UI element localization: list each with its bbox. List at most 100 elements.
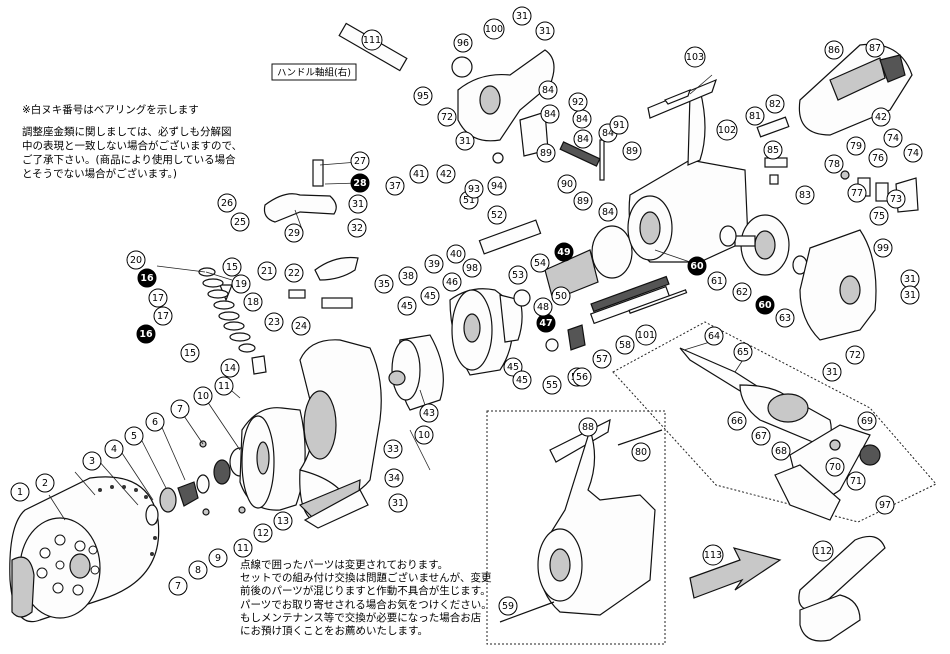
callout-circle	[487, 205, 507, 225]
part-callout: 78	[824, 154, 844, 174]
spool-group	[9, 476, 160, 623]
callout-circle	[702, 544, 724, 566]
callout-circle	[10, 482, 30, 502]
part-callout: 50	[551, 286, 571, 306]
callout-circle	[453, 33, 473, 53]
callout-number: 4	[111, 444, 117, 455]
part-callout: 39	[424, 254, 444, 274]
callout-number: 34	[388, 473, 400, 484]
callout-circle	[824, 154, 844, 174]
part-callout: 71	[846, 471, 866, 491]
callout-number: 63	[779, 313, 791, 324]
callout-number: 60	[758, 300, 772, 311]
callout-number: 80	[635, 447, 647, 458]
callout-circle	[231, 274, 251, 294]
part-callout: 61	[707, 271, 727, 291]
callout-circle	[573, 129, 593, 149]
part-callout: 23	[264, 312, 284, 332]
part-callout: 31	[900, 285, 920, 305]
pinion-assembly	[478, 219, 688, 352]
callout-circle	[871, 107, 891, 127]
part-callout: 84	[540, 104, 560, 124]
callout-number: 50	[555, 291, 567, 302]
callout-number: 98	[466, 263, 478, 274]
part-callout: 31	[512, 6, 532, 26]
part-callout: 72	[845, 345, 865, 365]
callout-number: 14	[224, 363, 236, 374]
callout-number: 101	[637, 330, 655, 341]
note-bottom-line: セットでの組み付け交換は問題ございませんが、変更	[240, 572, 492, 585]
part-callout: 100	[483, 18, 505, 40]
part-callout: 111	[361, 29, 383, 51]
part-callout: 4	[104, 439, 124, 459]
callout-circle	[542, 375, 562, 395]
part-callout: 80	[631, 442, 651, 462]
callout-number: 99	[877, 243, 889, 254]
rotor-group	[198, 159, 382, 529]
callout-number: 75	[873, 211, 885, 222]
callout-circle	[350, 173, 370, 193]
callout-number: 66	[731, 416, 743, 427]
part-callout: 73	[886, 189, 906, 209]
part-callout: 89	[573, 191, 593, 211]
callout-number: 97	[879, 500, 891, 511]
anti-reverse-parts	[492, 111, 605, 181]
callout-circle	[413, 86, 433, 106]
callout-number: 72	[441, 112, 453, 123]
callout-number: 84	[542, 85, 554, 96]
callout-number: 90	[561, 179, 573, 190]
callout-circle	[745, 106, 765, 126]
callout-circle	[180, 343, 200, 363]
callout-circle	[124, 426, 144, 446]
callout-number: 73	[890, 194, 902, 205]
callout-circle	[137, 268, 157, 288]
callout-number: 31	[516, 11, 528, 22]
part-callout: 55	[542, 375, 562, 395]
part-callout: 11	[233, 538, 253, 558]
callout-circle	[222, 257, 242, 277]
callout-circle	[609, 115, 629, 135]
callout-circle	[755, 295, 775, 315]
callout-circle	[348, 194, 368, 214]
handle-axis-label-box: ハンドル軸組(右)	[271, 63, 357, 81]
changed-parts-region-body	[486, 410, 666, 645]
callout-circle	[385, 176, 405, 196]
callout-number: 84	[544, 109, 556, 120]
callout-number: 26	[221, 198, 233, 209]
callout-circle	[865, 38, 885, 58]
callout-number: 57	[596, 354, 608, 365]
callout-number: 86	[828, 45, 840, 56]
callout-number: 9	[215, 553, 221, 564]
callout-circle	[763, 140, 783, 160]
part-callout: 29	[284, 223, 304, 243]
part-callout: 89	[622, 141, 642, 161]
callout-number: 78	[828, 159, 840, 170]
part-callout: 43	[419, 403, 439, 423]
callout-circle	[631, 442, 651, 462]
callout-number: 21	[261, 266, 273, 277]
part-callout: 25	[230, 212, 250, 232]
callout-number: 100	[485, 24, 503, 35]
callout-number: 58	[619, 340, 631, 351]
bearing-callout: 47	[536, 313, 556, 333]
callout-number: 45	[424, 291, 436, 302]
part-callout: 92	[568, 92, 588, 112]
part-callout: 84	[598, 202, 618, 222]
part-callout: 62	[732, 282, 752, 302]
callout-circle	[568, 92, 588, 112]
callout-number: 45	[401, 301, 413, 312]
rotor-cup	[239, 407, 306, 511]
callout-circle	[462, 258, 482, 278]
part-callout: 91	[609, 115, 629, 135]
rotor-guard	[798, 43, 913, 136]
callout-circle	[847, 183, 867, 203]
callout-circle	[875, 495, 895, 515]
part-callout: 5	[124, 426, 144, 446]
part-callout: 70	[825, 457, 845, 477]
callout-circle	[388, 493, 408, 513]
callout-circle	[903, 143, 923, 163]
callout-number: 84	[602, 128, 614, 139]
part-callout: 79	[846, 136, 866, 156]
callout-number: 27	[354, 156, 366, 167]
callout-number: 41	[413, 169, 425, 180]
